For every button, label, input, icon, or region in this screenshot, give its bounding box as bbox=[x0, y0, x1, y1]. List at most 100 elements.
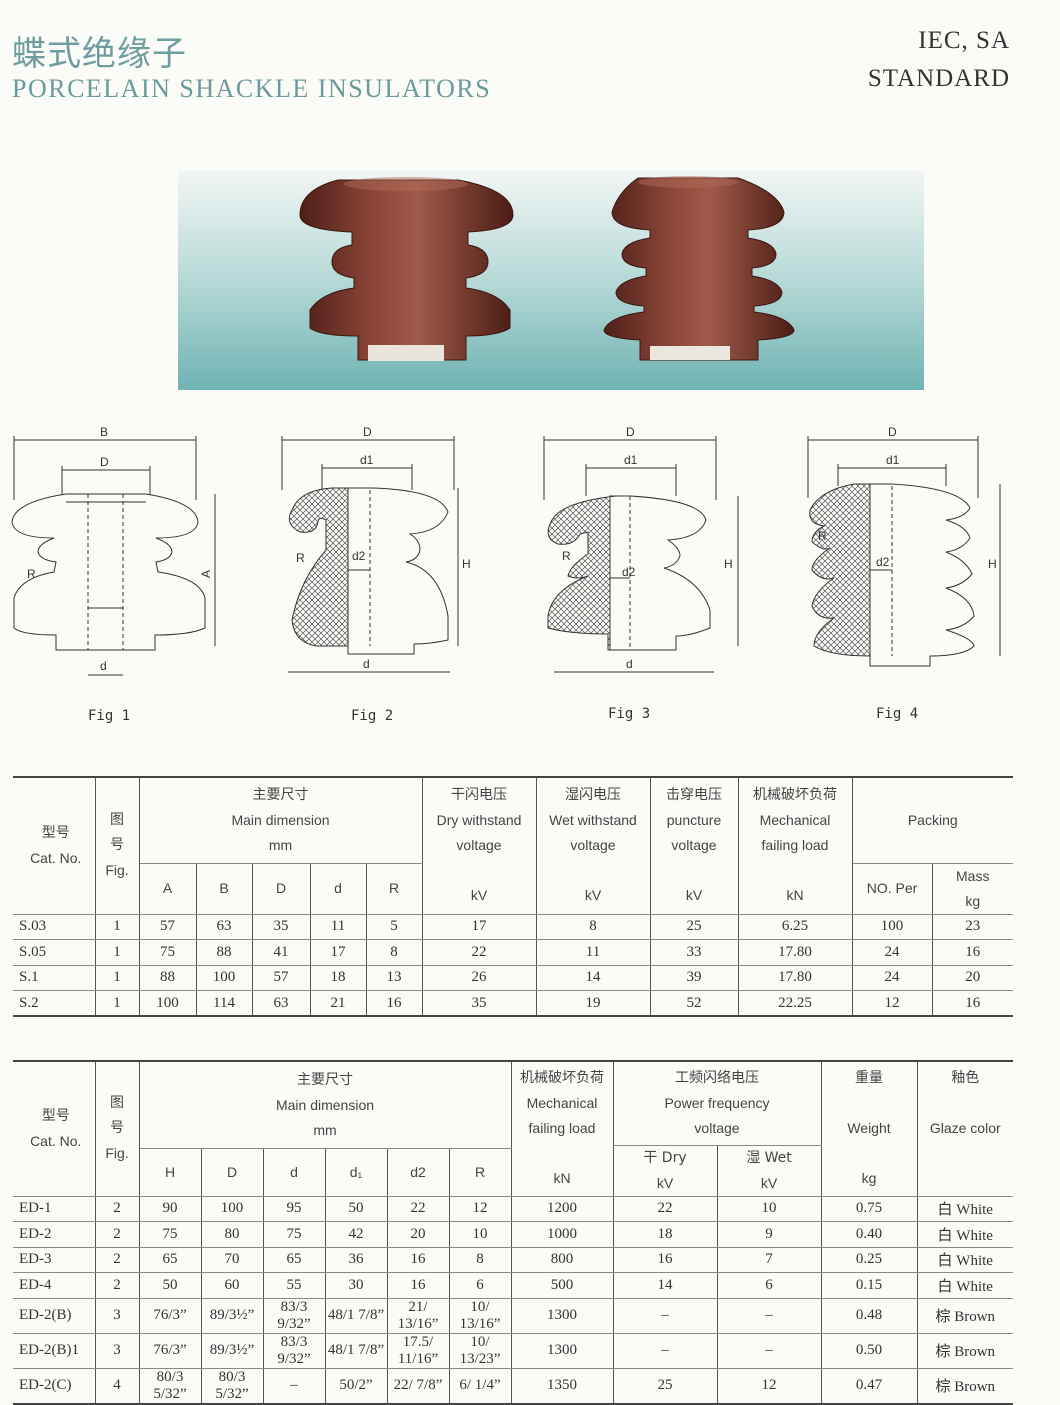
t2-header-weight: 重量 Weight kg bbox=[820, 1060, 918, 1197]
t2-cell: 0.15 bbox=[820, 1272, 918, 1299]
t1-cell: 17.80 bbox=[737, 964, 853, 991]
t2-cell: 1300 bbox=[510, 1297, 614, 1334]
fig-label-2: Fig 2 bbox=[351, 708, 393, 724]
t1-cell: 100 bbox=[851, 913, 933, 940]
title-en: PORCELAIN SHACKLE INSULATORS bbox=[12, 74, 492, 103]
t2-cell: 白 White bbox=[916, 1221, 1013, 1248]
t1-cell: 22.25 bbox=[737, 990, 853, 1017]
t2-cell: 0.75 bbox=[820, 1195, 918, 1222]
t2-cell: 500 bbox=[510, 1272, 614, 1299]
t2-cell: 2 bbox=[94, 1221, 140, 1248]
dim-label-r-fig1: R bbox=[27, 567, 36, 581]
t2-cell: 76/3” bbox=[138, 1297, 202, 1334]
t2-cell: 800 bbox=[510, 1246, 614, 1273]
t1-cell: 63 bbox=[195, 913, 253, 940]
t2-cell: – bbox=[716, 1297, 822, 1334]
t2-cell: 2 bbox=[94, 1195, 140, 1222]
t1-cell: S.03 bbox=[13, 913, 96, 940]
t2-cell: 16 bbox=[612, 1246, 718, 1273]
t2-cell: 50 bbox=[324, 1195, 388, 1222]
t2-col-r: R bbox=[448, 1148, 512, 1197]
t1-cell: 114 bbox=[195, 990, 253, 1017]
t2-cell: 1350 bbox=[510, 1367, 614, 1405]
t2-cell: 25 bbox=[612, 1367, 718, 1405]
t1-cell: 1 bbox=[94, 964, 140, 991]
t2-cell: 棕 Brown bbox=[916, 1332, 1013, 1369]
technical-drawings: B D A R d D d1 R d2 H d D d1 R d2 H d D … bbox=[0, 420, 1060, 740]
t2-cell: – bbox=[262, 1367, 326, 1405]
t2-cell: 14 bbox=[612, 1272, 718, 1299]
t1-cell: 63 bbox=[251, 990, 311, 1017]
t2-cell: 22 bbox=[612, 1195, 718, 1222]
dim-label-d1-fig2: d1 bbox=[360, 453, 374, 467]
dim-label-r-fig4: R bbox=[818, 529, 827, 543]
dim-label-r-fig3: R bbox=[562, 549, 571, 563]
t2-cell: 48/1 7/8” bbox=[324, 1332, 388, 1369]
t1-cell: 100 bbox=[138, 990, 197, 1017]
t1-cell: 11 bbox=[535, 939, 651, 966]
t1-cell: 88 bbox=[195, 939, 253, 966]
dim-label-h-fig2: H bbox=[462, 557, 471, 571]
dim-label-d-fig1: D bbox=[100, 455, 109, 469]
t1-cell: S.05 bbox=[13, 939, 96, 966]
t2-cell: 0.48 bbox=[820, 1297, 918, 1334]
t2-cell: – bbox=[612, 1332, 718, 1369]
dim-label-d2-fig4: d2 bbox=[876, 555, 890, 569]
t1-cell: 13 bbox=[365, 964, 423, 991]
t2-cell: 12 bbox=[716, 1367, 822, 1405]
t2-cell: 21/ 13/16” bbox=[386, 1297, 450, 1334]
t1-cell: 33 bbox=[649, 939, 739, 966]
fig-4-drawing bbox=[807, 436, 1001, 667]
t1-col-b: B bbox=[195, 862, 253, 915]
t2-cell: 1000 bbox=[510, 1221, 614, 1248]
fig-1-drawing bbox=[11, 436, 216, 676]
t2-cell: 0.25 bbox=[820, 1246, 918, 1273]
product-photo bbox=[178, 170, 924, 390]
t2-cell: 0.47 bbox=[820, 1367, 918, 1405]
t1-cell: 35 bbox=[421, 990, 537, 1017]
t1-cell: 16 bbox=[931, 939, 1013, 966]
t2-cell: 8 bbox=[448, 1246, 512, 1273]
t2-cell: 80/3 5/32” bbox=[200, 1367, 264, 1405]
t2-col-dsmall: d bbox=[262, 1148, 326, 1197]
t2-cell: 1300 bbox=[510, 1332, 614, 1369]
t2-cell: 80 bbox=[200, 1221, 264, 1248]
t2-cell: 76/3” bbox=[138, 1332, 202, 1369]
t1-cell: 52 bbox=[649, 990, 739, 1017]
t2-cell: 9 bbox=[716, 1221, 822, 1248]
t1-cell: S.2 bbox=[13, 990, 96, 1017]
t2-cell: 棕 Brown bbox=[916, 1367, 1013, 1405]
t1-cell: 1 bbox=[94, 939, 140, 966]
t2-cell: 60 bbox=[200, 1272, 264, 1299]
t1-cell: 8 bbox=[535, 913, 651, 940]
dim-label-dsmall-fig2: d bbox=[363, 657, 370, 671]
dim-label-b: B bbox=[100, 425, 108, 439]
dim-label-d-fig2: D bbox=[363, 425, 372, 439]
t2-cell: 2 bbox=[94, 1272, 140, 1299]
t1-cell: 1 bbox=[94, 990, 140, 1017]
t1-col-r: R bbox=[365, 862, 423, 915]
t1-cell: 35 bbox=[251, 913, 311, 940]
dim-label-r-fig2: R bbox=[296, 551, 305, 565]
t1-cell: 100 bbox=[195, 964, 253, 991]
t2-cell: 65 bbox=[262, 1246, 326, 1273]
dim-label-d2-fig2: d2 bbox=[352, 549, 366, 563]
t2-cell: 17.5/ 11/16” bbox=[386, 1332, 450, 1369]
t2-cell: 22/ 7/8” bbox=[386, 1367, 450, 1405]
t2-cell: 0.50 bbox=[820, 1332, 918, 1369]
t2-cell: 18 bbox=[612, 1221, 718, 1248]
t2-cell: 75 bbox=[262, 1221, 326, 1248]
t1-cell: 17 bbox=[309, 939, 367, 966]
t2-cell: 16 bbox=[386, 1246, 450, 1273]
